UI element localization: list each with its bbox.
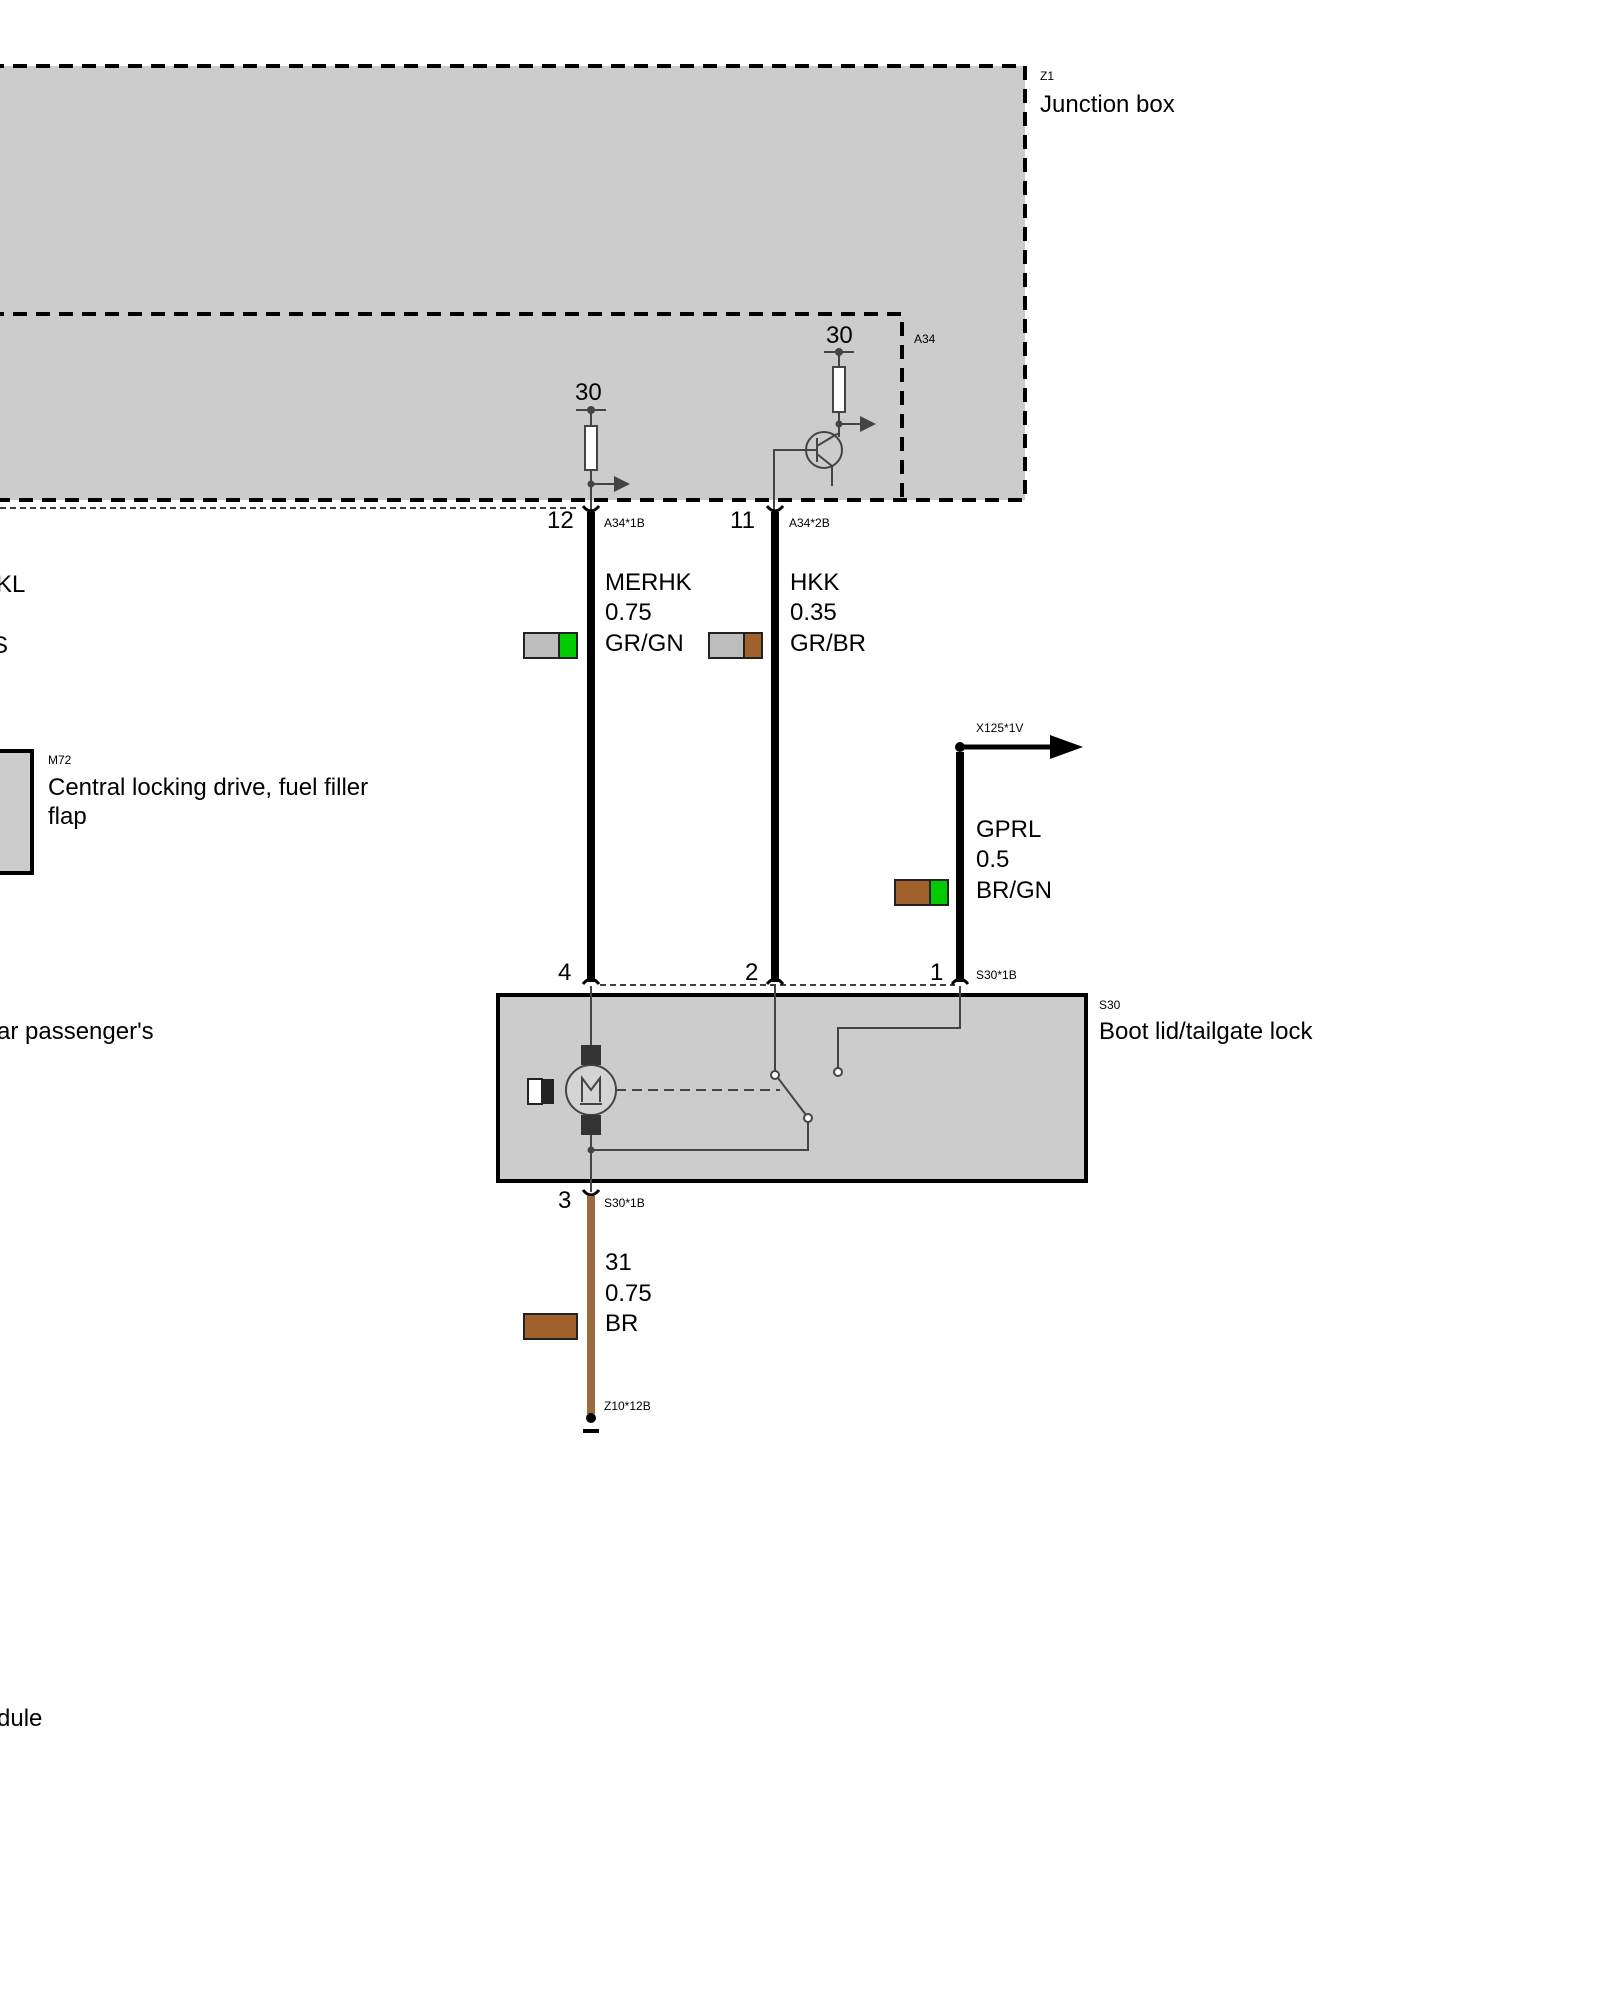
wire-gprl-name: GPRL [976, 816, 1041, 843]
pin-2-terminal-icon [765, 977, 785, 985]
motor-icon [565, 1064, 617, 1116]
transistor-icon [800, 431, 843, 486]
m72-code: M72 [48, 753, 72, 767]
motor-brush-bottom [581, 1115, 601, 1135]
junction-box-outline [0, 64, 1027, 502]
gprl-arrow-icon [1050, 735, 1083, 759]
wire-gprl-color: BR/GN [976, 877, 1052, 904]
pin-11-connector: A34*2B [789, 516, 830, 530]
pin-3-terminal-icon [581, 1189, 601, 1197]
junction-box-label: Junction box [1040, 91, 1175, 118]
motor-suppressor-icon [527, 1078, 554, 1105]
boot-lock-label: Boot lid/tailgate lock [1099, 1018, 1313, 1045]
junction-box-code: Z1 [1040, 69, 1054, 83]
pin-3-label: 3 [558, 1187, 571, 1214]
pin-4-label: 4 [558, 959, 571, 986]
wire-hkk-size: 0.35 [790, 599, 837, 626]
switch-contact-closed [803, 1113, 813, 1123]
left-fragment-s: S [0, 632, 8, 659]
resistor-icon [584, 425, 598, 471]
ground-icon [583, 1413, 599, 1433]
m72-label-line2: flap [48, 803, 87, 830]
supply-30-left-label: 30 [575, 379, 602, 406]
left-fragment-passenger: ar passenger's [0, 1018, 154, 1045]
resistor-icon [832, 366, 846, 413]
switch-wire-pin1 [837, 986, 961, 1068]
wire-hkk-name: HKK [790, 569, 839, 596]
wire-ground-color: BR [605, 1310, 638, 1337]
pin-2-label: 2 [745, 959, 758, 986]
wire-merhk-swatch [523, 632, 578, 659]
motor-brush-top [581, 1045, 601, 1065]
wire-ground-size: 0.75 [605, 1280, 652, 1307]
pin-1-label: 1 [930, 959, 943, 986]
ground-connector: Z10*12B [604, 1399, 651, 1413]
boot-lock-code: S30 [1099, 998, 1121, 1012]
wire-ground-swatch [523, 1313, 578, 1340]
left-fragment-module: dule [0, 1705, 42, 1732]
pin-12-terminal-icon [581, 505, 601, 513]
switch-contact-common [770, 1070, 780, 1080]
gprl-connector: X125*1V [976, 721, 1023, 735]
pin-4-terminal-icon [581, 977, 601, 985]
wire-gprl-size: 0.5 [976, 846, 1009, 873]
supply-30-right-label: 30 [826, 322, 853, 349]
pin-1-terminal-icon [950, 977, 970, 985]
wire-gprl-swatch [894, 879, 949, 906]
wire-hkk-swatch [708, 632, 763, 659]
m72-component-box [0, 749, 34, 875]
module-a34-outline [0, 312, 904, 500]
pin-12-connector: A34*1B [604, 516, 645, 530]
wire-ground-name: 31 [605, 1249, 632, 1276]
left-fragment-kl: KL [0, 571, 25, 598]
m72-label-line1: Central locking drive, fuel filler [48, 774, 368, 801]
transistor-output-wire [773, 449, 800, 510]
module-a34-code: A34 [914, 332, 936, 346]
switch-blade-icon [777, 1077, 807, 1116]
wire-hkk-color: GR/BR [790, 630, 866, 657]
wire-merhk-color: GR/GN [605, 630, 684, 657]
motor-return-wire [591, 1120, 809, 1151]
s30-top-connector: S30*1B [976, 968, 1017, 982]
wire-merhk-name: MERHK [605, 569, 692, 596]
wire-merhk-size: 0.75 [605, 599, 652, 626]
switch-contact-open [833, 1067, 843, 1077]
pin-12-label: 12 [547, 507, 574, 534]
s30-bottom-connector: S30*1B [604, 1196, 645, 1210]
pin-11-terminal-icon [765, 505, 785, 513]
pin-11-label: 11 [730, 507, 755, 534]
